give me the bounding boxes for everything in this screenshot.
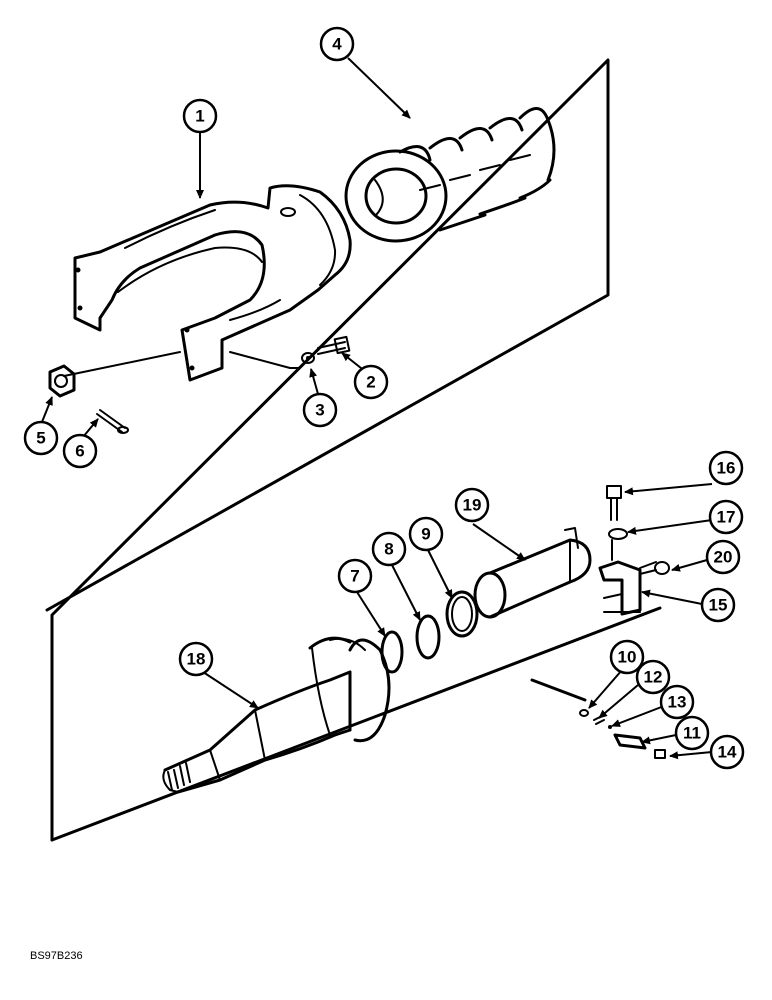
svg-text:1: 1	[195, 107, 204, 126]
cylinder-part	[473, 527, 592, 619]
callout-13: 13	[659, 684, 695, 720]
svg-text:9: 9	[421, 525, 430, 544]
callout-6: 6	[62, 433, 98, 469]
yoke-part	[73, 184, 352, 382]
svg-text:10: 10	[618, 648, 637, 667]
svg-text:8: 8	[384, 540, 393, 559]
svg-text:3: 3	[315, 401, 324, 420]
svg-text:11: 11	[683, 724, 701, 743]
rings-seal-parts	[380, 590, 479, 674]
callout-5: 5	[23, 420, 59, 456]
svg-text:4: 4	[332, 35, 342, 54]
fitting-parts	[579, 709, 666, 759]
callout-17: 17	[708, 499, 744, 535]
callout-15: 15	[700, 587, 736, 623]
rod-part	[162, 636, 391, 794]
svg-text:18: 18	[187, 650, 206, 669]
callout-7: 7	[337, 558, 373, 594]
callout-9: 9	[408, 516, 444, 552]
callout-8: 8	[371, 531, 407, 567]
callout-3: 3	[302, 392, 338, 428]
callout-11: 11	[674, 715, 710, 751]
bracket-hardware-parts	[598, 485, 670, 616]
callout-4: 4	[319, 26, 355, 62]
panel-outline	[45, 58, 662, 842]
callout-10: 10	[609, 639, 645, 675]
figure-id: BS97B236	[30, 950, 83, 962]
callout-20: 20	[705, 539, 741, 575]
castle-nut-cotter-parts	[48, 351, 181, 434]
callout-19: 19	[454, 487, 490, 523]
svg-text:13: 13	[668, 693, 687, 712]
recoil-spring-part	[344, 107, 556, 243]
callout-12: 12	[635, 659, 671, 695]
svg-text:19: 19	[463, 496, 482, 515]
callout-18: 18	[178, 641, 214, 677]
callout-2: 2	[353, 364, 389, 400]
svg-text:2: 2	[366, 373, 375, 392]
callout-14: 14	[709, 734, 745, 770]
callout-16: 16	[708, 450, 744, 486]
callout-leaders	[41, 57, 713, 760]
bolt-washer-parts	[229, 335, 351, 369]
callout-1: 1	[182, 98, 218, 134]
svg-text:6: 6	[75, 442, 84, 461]
svg-text:20: 20	[714, 548, 733, 567]
svg-text:16: 16	[717, 459, 736, 478]
svg-text:12: 12	[644, 668, 663, 687]
svg-text:17: 17	[717, 508, 736, 527]
svg-text:14: 14	[718, 743, 737, 762]
svg-text:5: 5	[36, 429, 45, 448]
svg-text:7: 7	[350, 567, 359, 586]
svg-text:15: 15	[709, 596, 728, 615]
